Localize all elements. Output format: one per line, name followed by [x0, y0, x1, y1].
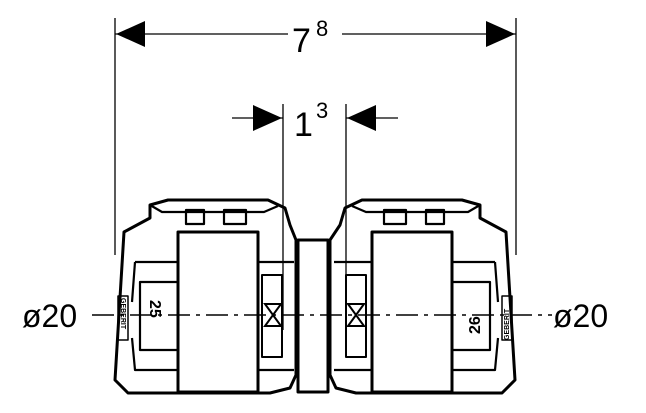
right-top-rim [351, 204, 481, 214]
overall-dimension: 7 8 [114, 16, 517, 255]
left-window-inner [138, 280, 180, 352]
left-top-slot-2 [222, 208, 248, 226]
left-press-sleeve [113, 198, 298, 395]
right-window-inner [450, 280, 492, 352]
left-top-rim [149, 204, 279, 214]
insertion-dimension-superscript: 3 [316, 98, 328, 123]
centre-collar [296, 238, 330, 394]
left-inner-ribs [258, 260, 294, 372]
right-hourglass-icon [346, 303, 366, 327]
overall-dimension-superscript: 8 [316, 16, 328, 41]
left-brand-marking: GEBERIT [119, 298, 126, 330]
left-top-slot-1 [184, 208, 206, 226]
insertion-dimension-value: 1 [294, 106, 313, 144]
insertion-right-arrow-icon [347, 105, 376, 131]
insertion-left-arrow-icon [253, 105, 282, 131]
right-diameter-label: ø20 [553, 298, 608, 334]
right-press-sleeve [328, 198, 517, 395]
overall-right-arrow-icon [486, 21, 515, 47]
left-inner-window [261, 274, 283, 358]
overall-left-arrow-icon [116, 21, 145, 47]
right-size-marking: 26 [467, 316, 484, 334]
left-size-marking: 25 [146, 300, 163, 318]
right-brand-marking: GEBERIT [504, 308, 511, 340]
right-brand-plate [501, 295, 513, 341]
right-body-outline [328, 198, 517, 395]
left-diameter-label: ø20 [22, 298, 77, 334]
right-window-outline [452, 260, 500, 372]
left-body-outline [113, 198, 298, 395]
right-top-slot-1 [382, 208, 408, 226]
right-inner-ribs [334, 260, 372, 372]
left-hourglass-icon [263, 303, 283, 327]
right-top-slot-2 [424, 208, 446, 226]
overall-dimension-value: 7 [292, 22, 311, 60]
coupling-fitting [113, 198, 517, 395]
right-inner-window [345, 274, 367, 358]
left-brand-plate [117, 295, 129, 341]
left-window-outline [130, 260, 178, 372]
